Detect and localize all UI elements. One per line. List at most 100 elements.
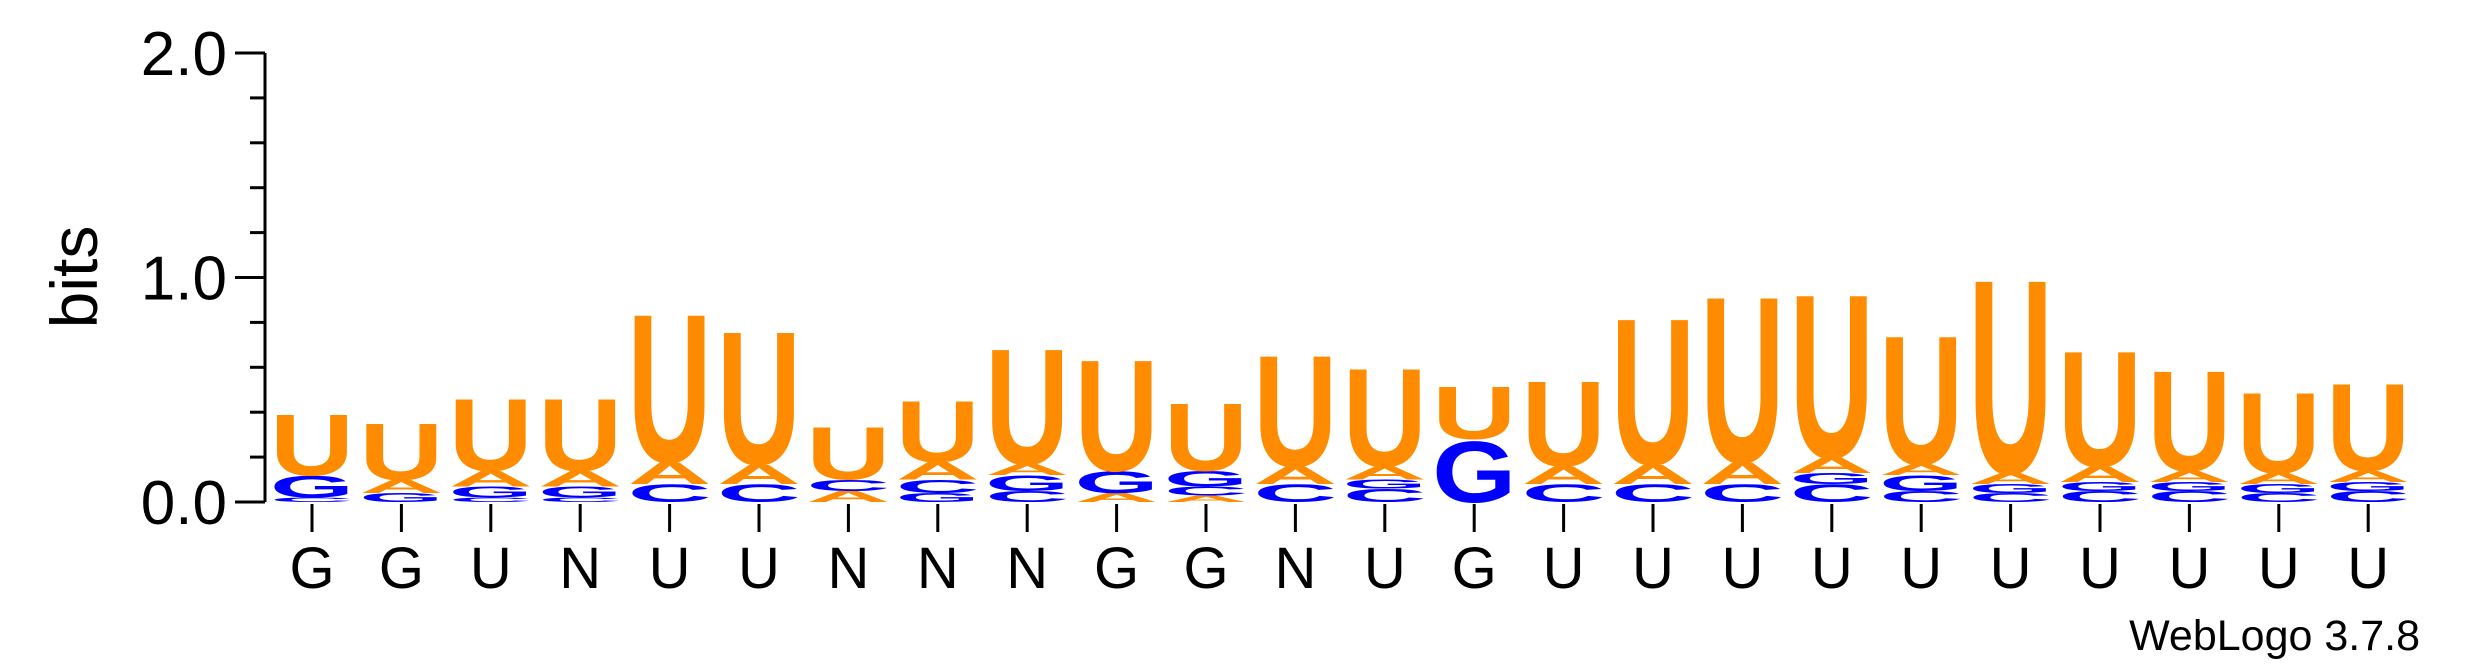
logo-letter-c: C — [985, 488, 1069, 505]
logo-letter-a: A — [985, 461, 1069, 478]
logo-letter-g: G — [1879, 471, 1963, 496]
weblogo-watermark: WebLogo 3.7.8 — [2129, 612, 2420, 660]
logo-letter-a: A — [1700, 456, 1784, 491]
y-axis-label: bits — [37, 226, 111, 329]
logo-letter-a: A — [538, 466, 622, 491]
logo-letter-c: C — [538, 496, 622, 503]
logo-letter-c: C — [1611, 479, 1695, 507]
logo-letter-g: G — [2326, 480, 2410, 494]
logo-letter-u: U — [2237, 368, 2321, 497]
x-tick-label: U — [1632, 536, 1674, 601]
logo-letter-u: U — [1432, 371, 1516, 455]
x-tick-label: U — [1990, 536, 2032, 601]
logo-column: AGU — [1075, 327, 1159, 505]
logo-letter-g: G — [2147, 480, 2231, 494]
x-tick-label: N — [1274, 536, 1316, 601]
logo-letter-a: A — [896, 457, 980, 485]
y-tick-label: 0.0 — [141, 469, 227, 538]
x-tick-label: N — [917, 536, 959, 601]
y-tick-label: 2.0 — [141, 20, 227, 89]
logo-letter-a: A — [1522, 462, 1606, 490]
logo-letter-u: U — [1522, 357, 1606, 493]
logo-letter-a: A — [1879, 461, 1963, 478]
logo-letter-g: G — [1790, 470, 1874, 487]
logo-letter-u: U — [1343, 340, 1427, 497]
x-tick-label: G — [289, 536, 334, 601]
logo-letter-u: U — [2058, 318, 2142, 502]
logo-letter-c: C — [270, 496, 354, 503]
logo-letter-g: G — [270, 469, 354, 504]
logo-letter-c: C — [628, 479, 712, 507]
x-tick-label: G — [379, 536, 424, 601]
logo-column: CAU — [1700, 247, 1784, 512]
y-tick-label: 1.0 — [141, 245, 227, 314]
logo-letter-u: U — [2147, 341, 2231, 501]
x-tick-label: U — [1900, 536, 1942, 601]
logo-letter-g: G — [896, 491, 980, 505]
logo-letter-u: U — [1879, 298, 1963, 504]
logo-letter-c: C — [1164, 484, 1248, 498]
logo-letter-u: U — [270, 396, 354, 494]
logo-letter-c: C — [1343, 485, 1427, 506]
x-tick-label: U — [1811, 536, 1853, 601]
x-tick-label: U — [2258, 536, 2300, 601]
logo-letter-a: A — [2058, 462, 2142, 487]
y-ticks: 0.0 1.0 2.0 — [141, 20, 265, 538]
x-tick-label: G — [1183, 536, 1228, 601]
logo-letter-c: C — [1790, 479, 1874, 507]
logo-letter-g: G — [985, 471, 1069, 496]
logo-letter-a: A — [359, 476, 443, 497]
y-axis: 0.0 1.0 2.0 bits — [37, 20, 267, 538]
logo-letter-c: C — [449, 496, 533, 503]
logo-letter-c: C — [1879, 488, 1963, 505]
logo-letter-u: U — [538, 379, 622, 493]
logo-column: GU — [1432, 371, 1516, 521]
logo-letter-u: U — [449, 379, 533, 493]
logo-letter-u: U — [1253, 322, 1337, 500]
logo-letter-u: U — [2326, 358, 2410, 498]
logo-letter-u: U — [628, 271, 712, 508]
logo-column: CAU — [1611, 275, 1695, 509]
logo-letter-u: U — [717, 293, 801, 505]
logo-letter-u: U — [359, 407, 443, 498]
x-tick-label: U — [1721, 536, 1763, 601]
logo-letter-a: A — [1253, 462, 1337, 490]
logo-letter-u: U — [896, 383, 980, 481]
logo-column: CGU — [270, 396, 354, 504]
logo-letter-c: C — [1969, 491, 2053, 505]
logo-letter-g: G — [1969, 482, 2053, 496]
logo-letter-a: A — [1969, 470, 2053, 487]
x-tick-label: N — [1006, 536, 1048, 601]
x-tick-label: U — [649, 536, 691, 601]
logo-letter-a: A — [1611, 459, 1695, 491]
logo-letter-g: G — [359, 491, 443, 505]
logo-column: CAU — [628, 271, 712, 508]
x-tick-label: U — [470, 536, 512, 601]
logo-letter-a: A — [1164, 494, 1248, 504]
logo-letter-a: A — [1343, 463, 1427, 484]
logo-letter-a: A — [1790, 453, 1874, 478]
logo-letter-u: U — [806, 411, 890, 495]
x-tick-label: U — [2168, 536, 2210, 601]
logo-letter-c: C — [1700, 479, 1784, 507]
logo-letter-a: A — [628, 456, 712, 491]
x-tick-label: N — [827, 536, 869, 601]
logo-letter-c: C — [806, 477, 890, 494]
logo-letter-u: U — [1969, 222, 2053, 532]
logo-letter-a: A — [1075, 491, 1159, 505]
logo-letter-g: G — [2237, 482, 2321, 496]
logo-letter-c: C — [2326, 488, 2410, 505]
